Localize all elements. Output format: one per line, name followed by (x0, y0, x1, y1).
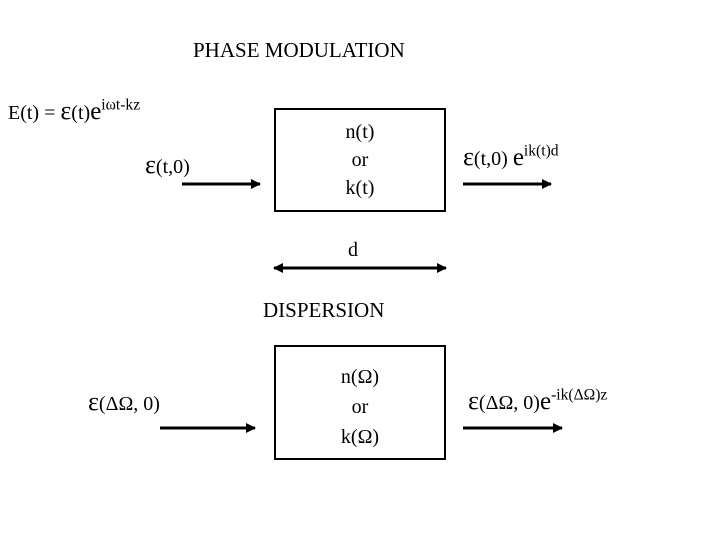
dispersion-box-line-or: or (351, 396, 369, 418)
phase-modulation-title: PHASE MODULATION (193, 38, 405, 62)
dispersion-input-envelope-symbol: ε (88, 387, 99, 416)
equation-envelope-arg: (t) (71, 102, 91, 124)
distance-label: d (348, 239, 358, 261)
phase-output-label: ε(t,0) eik(t)d (463, 142, 559, 171)
output-envelope-symbol: ε (463, 142, 474, 171)
dispersion-output-arg: (ΔΩ, 0) (478, 392, 540, 414)
phase-modulation-box: n(t) or k(t) (274, 108, 446, 212)
box-line-or: or (351, 149, 369, 171)
output-envelope-arg: (t,0) (473, 148, 513, 170)
dispersion-output-exponent: -ik(ΔΩ)z (551, 386, 608, 404)
dispersion-box-line-refractive-index: n(Ω) (340, 366, 380, 388)
dispersion-title: DISPERSION (263, 298, 385, 322)
dispersion-box: n(Ω) or k(Ω) (274, 345, 446, 460)
dispersion-output-label: ε(ΔΩ, 0)e-ik(ΔΩ)z (468, 386, 608, 415)
box-line-wavenumber: k(t) (345, 177, 375, 199)
equation-lhs: E(t) = (8, 102, 61, 124)
input-envelope-symbol: ε (145, 150, 156, 179)
dispersion-box-line-wavenumber: k(Ω) (340, 426, 380, 448)
field-equation: E(t) = ε(t)eiωt-kz (8, 96, 141, 125)
input-envelope-arg: (t,0) (155, 156, 190, 178)
phase-input-label: ε(t,0) (145, 152, 190, 178)
equation-exponent: iωt-kz (101, 96, 141, 114)
output-exponent: ik(t)d (523, 142, 559, 160)
box-line-refractive-index: n(t) (345, 121, 375, 143)
dispersion-output-exponential-base: e (539, 388, 552, 415)
exponential-base: e (90, 98, 102, 125)
dispersion-input-arg: (ΔΩ, 0) (98, 393, 160, 415)
envelope-symbol: ε (60, 96, 72, 125)
dispersion-input-label: ε(ΔΩ, 0) (88, 389, 160, 415)
output-exponential-base: e (512, 144, 524, 171)
dispersion-output-envelope-symbol: ε (468, 386, 479, 415)
